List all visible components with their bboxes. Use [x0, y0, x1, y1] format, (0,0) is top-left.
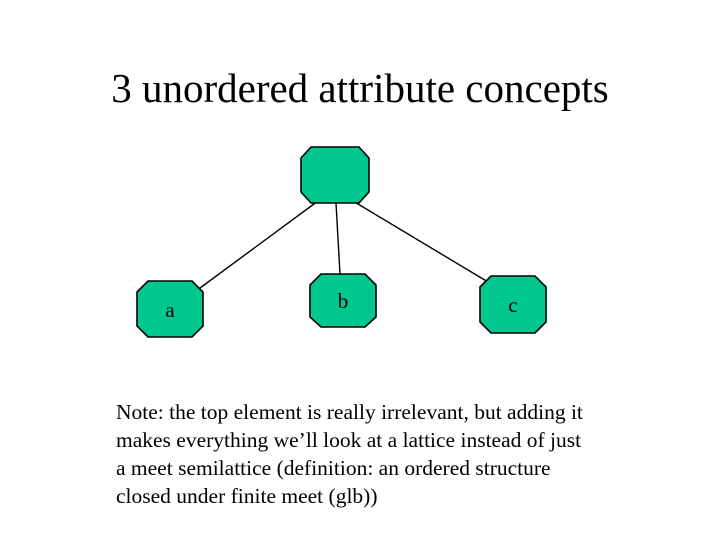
node-b-label: b [338, 289, 349, 313]
node-top-shape[interactable] [300, 146, 370, 204]
edge-top-to-b [335, 202, 341, 275]
node-a[interactable]: a [136, 280, 204, 338]
note-line-4: closed under finite meet (glb)) [116, 484, 378, 508]
note-line-2: makes everything we’ll look at a lattice… [116, 428, 582, 452]
node-group: a b c [136, 146, 547, 338]
node-a-shape[interactable] [136, 280, 204, 338]
node-b[interactable]: b [309, 273, 377, 328]
page-title: 3 unordered attribute concepts [111, 65, 609, 111]
node-c-shape[interactable] [479, 275, 547, 334]
node-a-label: a [165, 298, 175, 322]
node-c-label: c [508, 293, 517, 317]
node-top[interactable] [300, 146, 370, 204]
note-line-1: Note: the top element is really irreleva… [116, 400, 583, 424]
note-text-block: Note: the top element is really irreleva… [116, 398, 686, 510]
edge-top-to-a [199, 200, 319, 289]
node-b-shape[interactable] [309, 273, 377, 328]
edge-top-to-c [352, 200, 489, 283]
note-line-3: a meet semilattice (definition: an order… [116, 456, 551, 480]
node-c[interactable]: c [479, 275, 547, 334]
edge-group [199, 200, 489, 289]
